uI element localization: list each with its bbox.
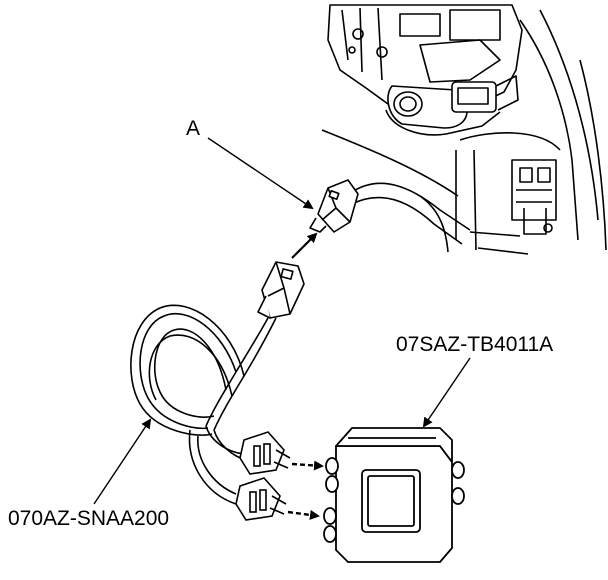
plug-lower (235, 477, 287, 521)
connect-arrow-a (291, 232, 318, 259)
leader-test-box (422, 357, 471, 428)
connect-arrow-lower (287, 509, 320, 520)
connect-arrow-upper (291, 460, 324, 471)
test-harness-label: 070AZ-SNAA200 (8, 507, 170, 530)
connector-a-label: A (186, 117, 201, 140)
engine-component (321, 4, 607, 255)
vehicle-harness (351, 182, 471, 245)
harness-connector (257, 261, 305, 319)
leader-a (207, 137, 314, 210)
test-harness-cable (130, 304, 277, 505)
connector-a (309, 179, 359, 233)
test-box-label: 07SAZ-TB4011A (396, 333, 554, 356)
leader-test-harness (93, 418, 152, 505)
test-box (323, 427, 465, 563)
plug-upper (239, 431, 291, 475)
